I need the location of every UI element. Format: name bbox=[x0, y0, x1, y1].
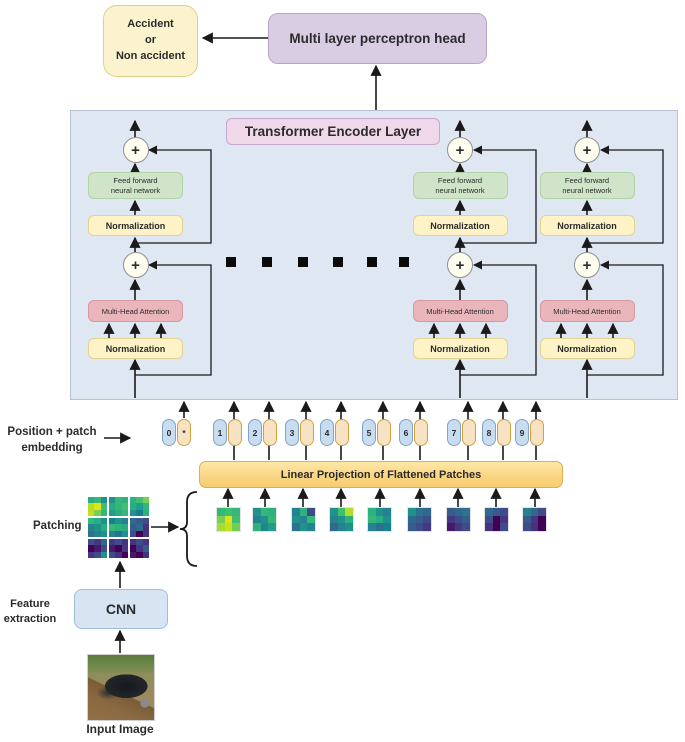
add-node-icon: + bbox=[574, 252, 600, 278]
patch-embedding-pill bbox=[300, 419, 314, 446]
add-node-icon: + bbox=[574, 137, 600, 163]
class-token-pill: * bbox=[177, 419, 191, 446]
ellipsis-square bbox=[367, 257, 377, 267]
position-pill: 9 bbox=[515, 419, 529, 446]
patching-label: Patching bbox=[33, 520, 82, 532]
patch-embedding-pill bbox=[414, 419, 428, 446]
position-pill: 0 bbox=[162, 419, 176, 446]
flattened-patch-3 bbox=[291, 507, 316, 532]
add-node-icon: + bbox=[122, 137, 149, 163]
token-6: 6 bbox=[399, 419, 428, 446]
ellipsis-square bbox=[399, 257, 409, 267]
position-pill: 3 bbox=[285, 419, 299, 446]
position-pill: 7 bbox=[447, 419, 461, 446]
flattened-patch-2 bbox=[252, 507, 277, 532]
token-8: 8 bbox=[482, 419, 511, 446]
position-pill: 6 bbox=[399, 419, 413, 446]
flattened-patch-6 bbox=[407, 507, 432, 532]
patch-embedding-pill bbox=[462, 419, 476, 446]
flattened-patch-5 bbox=[367, 507, 392, 532]
token-1: 1 bbox=[213, 419, 242, 446]
feed-forward-box: Feed forward neural network bbox=[539, 172, 635, 199]
ellipsis-square bbox=[333, 257, 343, 267]
encoder-block-2: + Feed forward neural network Normalizat… bbox=[412, 0, 508, 400]
token-3: 3 bbox=[285, 419, 314, 446]
flattened-patch-4 bbox=[329, 507, 354, 532]
normalization-box: Normalization bbox=[88, 215, 183, 236]
normalization-box: Normalization bbox=[88, 338, 183, 359]
patch-cell bbox=[88, 518, 107, 537]
flattened-patch-1 bbox=[216, 507, 241, 532]
position-pill: 2 bbox=[248, 419, 262, 446]
patch-cell bbox=[130, 518, 149, 537]
position-pill: 5 bbox=[362, 419, 376, 446]
mlp-head-box: Multi layer perceptron head bbox=[268, 13, 487, 64]
normalization-box: Normalization bbox=[539, 215, 635, 236]
multi-head-attention-box: Multi-Head Attention bbox=[88, 300, 183, 322]
patch-cell bbox=[130, 539, 149, 558]
patch-grid bbox=[88, 497, 149, 558]
normalization-box: Normalization bbox=[539, 338, 635, 359]
patch-cell bbox=[109, 518, 128, 537]
input-image-photo bbox=[87, 654, 155, 721]
patch-cell bbox=[109, 497, 128, 516]
feed-forward-box: Feed forward neural network bbox=[412, 172, 508, 199]
flattened-patch-7 bbox=[446, 507, 471, 532]
ellipsis-square bbox=[262, 257, 272, 267]
token-7: 7 bbox=[447, 419, 476, 446]
normalization-box: Normalization bbox=[412, 215, 508, 236]
ellipsis-square bbox=[298, 257, 308, 267]
patch-cell bbox=[88, 497, 107, 516]
flattened-patch-9 bbox=[522, 507, 547, 532]
encoder-title-box: Transformer Encoder Layer bbox=[226, 118, 440, 145]
input-image-label: Input Image bbox=[86, 722, 154, 736]
position-embedding-label: Position + patch embedding bbox=[7, 426, 97, 454]
encoder-block-1: + Feed forward neural network Normalizat… bbox=[88, 0, 183, 400]
token-0: 0 * bbox=[162, 419, 191, 446]
multi-head-attention-box: Multi-Head Attention bbox=[412, 300, 508, 322]
patch-embedding-pill bbox=[530, 419, 544, 446]
normalization-box: Normalization bbox=[412, 338, 508, 359]
linear-projection-bar: Linear Projection of Flattened Patches bbox=[199, 461, 563, 488]
feed-forward-box: Feed forward neural network bbox=[88, 172, 183, 199]
patch-embedding-pill bbox=[497, 419, 511, 446]
feature-extraction-label: Feature extraction bbox=[3, 598, 57, 625]
add-node-icon: + bbox=[447, 137, 473, 163]
patch-embedding-pill bbox=[335, 419, 349, 446]
add-node-icon: + bbox=[122, 252, 149, 278]
position-pill: 8 bbox=[482, 419, 496, 446]
multi-head-attention-box: Multi-Head Attention bbox=[539, 300, 635, 322]
patch-cell bbox=[130, 497, 149, 516]
patch-embedding-pill bbox=[377, 419, 391, 446]
cnn-box: CNN bbox=[74, 589, 168, 629]
patch-cell bbox=[88, 539, 107, 558]
position-pill: 1 bbox=[213, 419, 227, 446]
add-node-icon: + bbox=[447, 252, 473, 278]
flattened-patch-8 bbox=[484, 507, 509, 532]
patch-cell bbox=[109, 539, 128, 558]
token-5: 5 bbox=[362, 419, 391, 446]
token-4: 4 bbox=[320, 419, 349, 446]
position-pill: 4 bbox=[320, 419, 334, 446]
classification-result-box: Accident or Non accident bbox=[103, 5, 198, 77]
patch-embedding-pill bbox=[263, 419, 277, 446]
ellipsis-square bbox=[226, 257, 236, 267]
token-9: 9 bbox=[515, 419, 544, 446]
patch-embedding-pill bbox=[228, 419, 242, 446]
encoder-block-3: + Feed forward neural network Normalizat… bbox=[539, 0, 635, 400]
token-2: 2 bbox=[248, 419, 277, 446]
